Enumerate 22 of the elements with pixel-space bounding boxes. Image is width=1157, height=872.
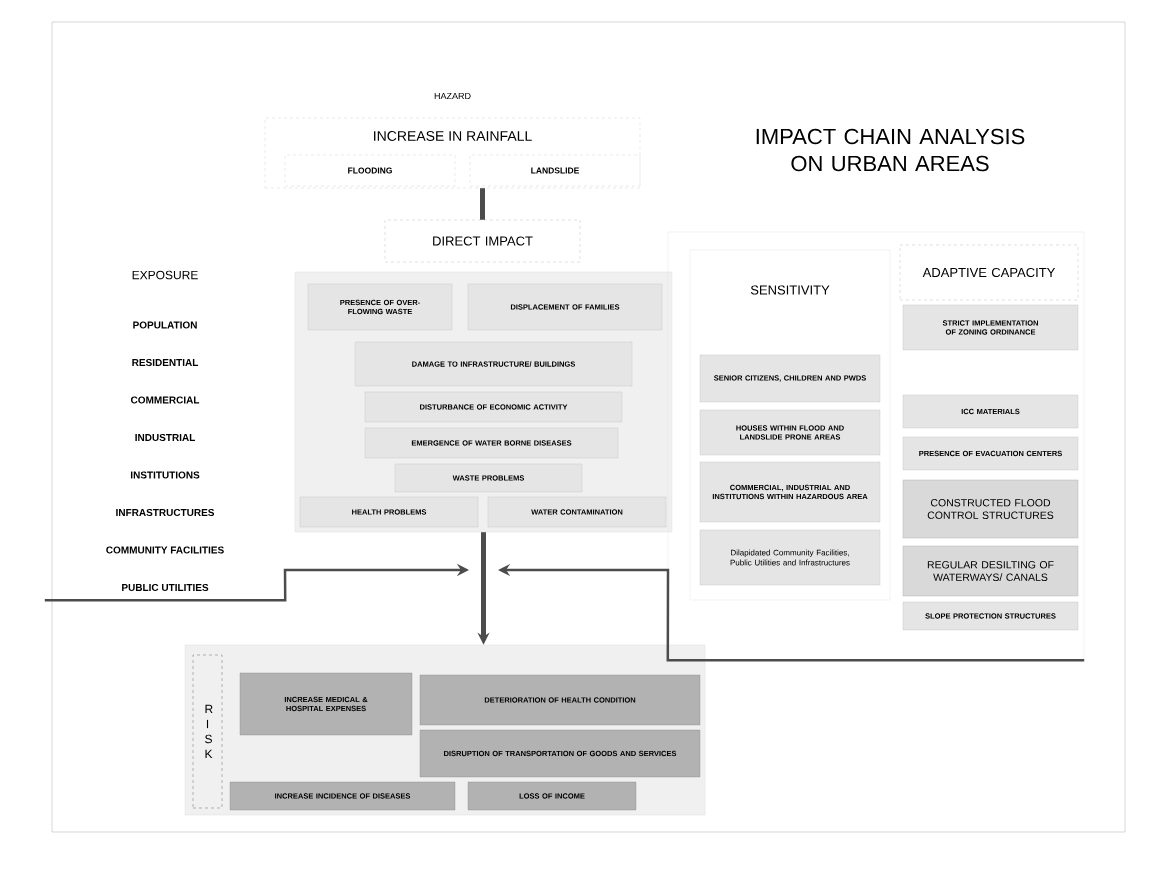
heading: HAZARD <box>434 92 471 100</box>
impact-box: Dilapidated Community Facilities, Public Utilities and Infrastructures <box>699 529 881 586</box>
hazard-box: FLOODING <box>284 154 456 187</box>
category-label: INSTITUTIONS <box>130 471 200 479</box>
category-label: POPULATION <box>133 321 197 329</box>
category-label: COMMUNITY FACILITIES <box>106 546 224 554</box>
impact-box: CONSTRUCTED FLOOD CONTROL STRUCTURES <box>902 479 1079 539</box>
title: IMPACT CHAIN ANALYSIS ON URBAN AREAS <box>756 128 1025 172</box>
heading: EXPOSURE <box>132 270 198 280</box>
hazard-box: LANDSLIDE <box>469 154 641 187</box>
category-label: RESIDENTIAL <box>132 358 199 367</box>
category-label: COMMERCIAL <box>130 396 200 404</box>
risk-label-box: R I S K <box>192 654 223 809</box>
header-box: DIRECT IMPACT <box>384 219 581 263</box>
category-label: INFRASTRUCTURES <box>116 508 215 517</box>
header-box: ADAPTIVE CAPACITY <box>899 244 1079 301</box>
heading: SENSITIVITY <box>750 285 830 295</box>
impact-box: REGULAR DESILTING OF WATERWAYS/ CANALS <box>902 545 1079 597</box>
category-label: INDUSTRIAL <box>135 433 195 442</box>
connector-bar <box>480 188 485 220</box>
heading: INCREASE IN RAINFALL <box>374 131 532 141</box>
category-label: PUBLIC UTILITIES <box>122 583 209 592</box>
